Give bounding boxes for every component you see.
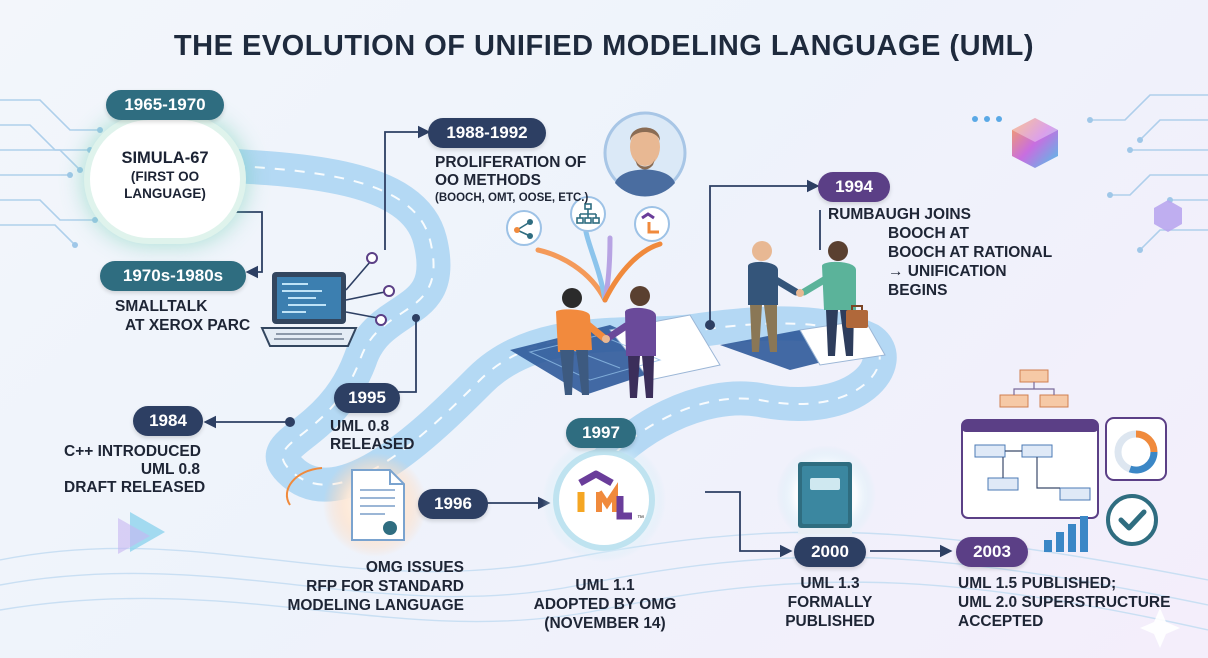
year-badge-1994: 1994	[818, 172, 890, 202]
milestone-1996-line-2: RFP FOR STANDARD	[306, 578, 464, 595]
checkmark-icon	[1106, 494, 1158, 546]
year-badge-1988-1992: 1988-1992	[428, 118, 546, 148]
bar-chart-icon	[1044, 516, 1088, 552]
milestone-1988-line-3: (BOOCH, OMT, OOSE, ETC.)	[435, 192, 589, 204]
uml-logo-icon-small	[634, 206, 670, 242]
milestone-1965-line-1: SIMULA-67	[121, 149, 209, 167]
circuit-lines-left	[0, 99, 100, 246]
milestone-1965-line-2: (FIRST OO	[130, 169, 200, 184]
page-title: THE EVOLUTION OF UNIFIED MODELING LANGUA…	[173, 30, 1035, 62]
handshake-people-icon-2	[720, 241, 886, 370]
orange-curve-arrow	[285, 467, 323, 506]
handshake-people-icon-1	[510, 286, 721, 398]
year-badge-1984: 1984	[133, 406, 203, 436]
cube-icon	[1012, 118, 1182, 232]
milestone-1995-line-2: RELEASED	[330, 436, 415, 453]
milestone-1994-line-1: RUMBAUGH JOINS	[828, 206, 971, 223]
milestone-1994-line-4: → UNIFICATION	[888, 263, 1007, 280]
year-badge-2003: 2003	[956, 537, 1028, 567]
svg-text:™: ™	[637, 515, 644, 522]
network-branch-lines	[345, 261, 386, 319]
year-badge-1996: 1996	[418, 489, 488, 519]
milestone-1994-line-2: BOOCH AT	[888, 225, 969, 242]
year-badge-1970s-1980s: 1970s-1980s	[100, 261, 246, 291]
milestone-1970s-line-2: AT XEROX PARC	[125, 317, 251, 334]
milestone-1996-line-1: OMG ISSUES	[365, 559, 464, 576]
sparkle-icon	[1140, 608, 1180, 648]
milestone-2000-line-2: FORMALLY	[787, 594, 873, 611]
code-laptop-icon	[260, 272, 358, 347]
diagram-window-icon	[961, 369, 1099, 519]
year-badge-1997: 1997	[566, 418, 636, 448]
milestone-1984-line-2: UML 0.8	[140, 461, 200, 478]
milestone-1984-line-1: C++ INTRODUCED	[64, 443, 201, 460]
year-badge-1965-1970: 1965-1970	[106, 90, 224, 120]
book-icon	[776, 445, 876, 545]
year-badge-1995: 1995	[334, 383, 400, 413]
milestone-2000-line-1: UML 1.3	[800, 575, 860, 592]
milestone-1988-line-2: OO METHODS	[435, 172, 541, 189]
simula-circle: SIMULA-67 (FIRST OO LANGUAGE)	[90, 120, 240, 238]
milestone-1996-line-3: MODELING LANGUAGE	[287, 597, 464, 614]
milestone-1988-line-1: PROLIFERATION OF	[435, 154, 587, 171]
circuit-lines-right	[1090, 94, 1208, 251]
network-icon	[506, 210, 542, 246]
milestone-1994-line-5: BEGINS	[888, 282, 948, 299]
milestone-1997-line-1: UML 1.1	[575, 577, 635, 594]
gauge-icon	[1105, 417, 1167, 481]
milestone-1997-line-3: (NOVEMBER 14)	[544, 615, 666, 632]
milestone-1997-line-2: ADOPTED BY OMG	[533, 596, 677, 613]
milestone-2003-line-3: ACCEPTED	[958, 613, 1044, 630]
milestone-1965-line-3: LANGUAGE)	[124, 186, 206, 201]
milestone-2003-line-2: UML 2.0 SUPERSTRUCTURE	[958, 594, 1171, 611]
document-icon	[323, 453, 427, 557]
methods-fan-arrows	[535, 229, 663, 303]
milestone-1995-line-1: UML 0.8	[330, 418, 390, 435]
play-icon	[118, 512, 165, 554]
person-portrait-icon	[603, 111, 687, 197]
milestone-1994-line-3: BOOCH AT RATIONAL	[888, 244, 1053, 261]
milestone-2000-line-3: PUBLISHED	[785, 613, 875, 630]
uml-logo-icon: ™	[542, 438, 666, 562]
milestone-2003-line-1: UML 1.5 PUBLISHED;	[958, 575, 1117, 592]
hierarchy-icon	[570, 196, 606, 232]
milestone-1984-line-3: DRAFT RELEASED	[64, 479, 206, 496]
year-badge-2000: 2000	[794, 537, 866, 567]
milestone-1970s-line-1: SMALLTALK	[115, 298, 208, 315]
connector-lines	[203, 125, 953, 558]
timeline-road	[118, 143, 897, 502]
